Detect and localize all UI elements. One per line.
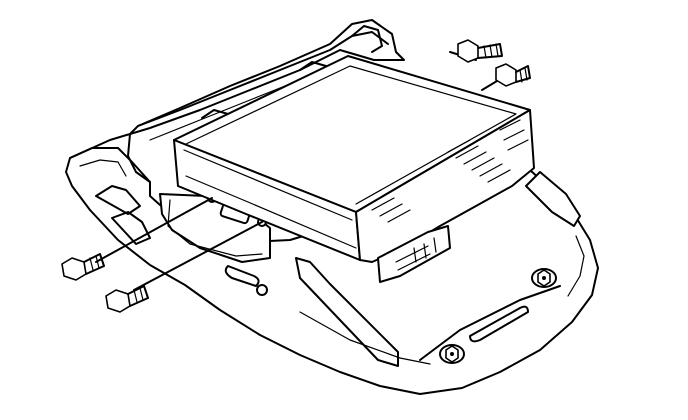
side-vents <box>447 139 511 183</box>
bracket-floor-inner <box>299 311 431 365</box>
bracket-right-cutout <box>525 171 581 227</box>
bolt-guide-line-3 <box>95 197 213 263</box>
bracket-triangle-cutout <box>295 257 399 367</box>
bolt-guide-line-4 <box>133 221 263 291</box>
bracket-left-plate-inner <box>79 159 127 177</box>
bracket-tab-rear <box>351 25 383 53</box>
floor-nut-front <box>439 344 465 364</box>
bracket-left-step <box>95 185 141 215</box>
audio-unit-front-rim <box>183 149 353 221</box>
bracket-left-step-2 <box>111 211 151 245</box>
bolt-upper-left <box>449 39 503 63</box>
floor-nut-rear <box>531 268 557 288</box>
bracket-right-edge <box>567 235 585 297</box>
side-connector <box>377 225 451 283</box>
side-connector-pins <box>395 237 437 271</box>
bolt-lower-right <box>105 221 263 313</box>
bolt-lower-left <box>61 197 213 281</box>
bracket-rear-lip <box>137 31 389 127</box>
audio-unit-front-lower <box>185 175 357 249</box>
audio-unit-side <box>355 109 535 263</box>
audio-unit-top-rim <box>185 65 517 205</box>
bracket-left-plate <box>69 147 151 183</box>
side-edge-ribs <box>499 119 529 151</box>
bracket-floor-slot <box>469 305 529 343</box>
side-vents-lower <box>371 197 411 223</box>
audio-unit <box>173 55 535 283</box>
bracket-floor-edge <box>419 285 561 361</box>
bolt-upper-right <box>481 63 531 91</box>
bracket-round-hole <box>256 284 268 296</box>
bracket-slot <box>224 265 260 287</box>
bracket-front-plate-edge <box>167 199 263 257</box>
